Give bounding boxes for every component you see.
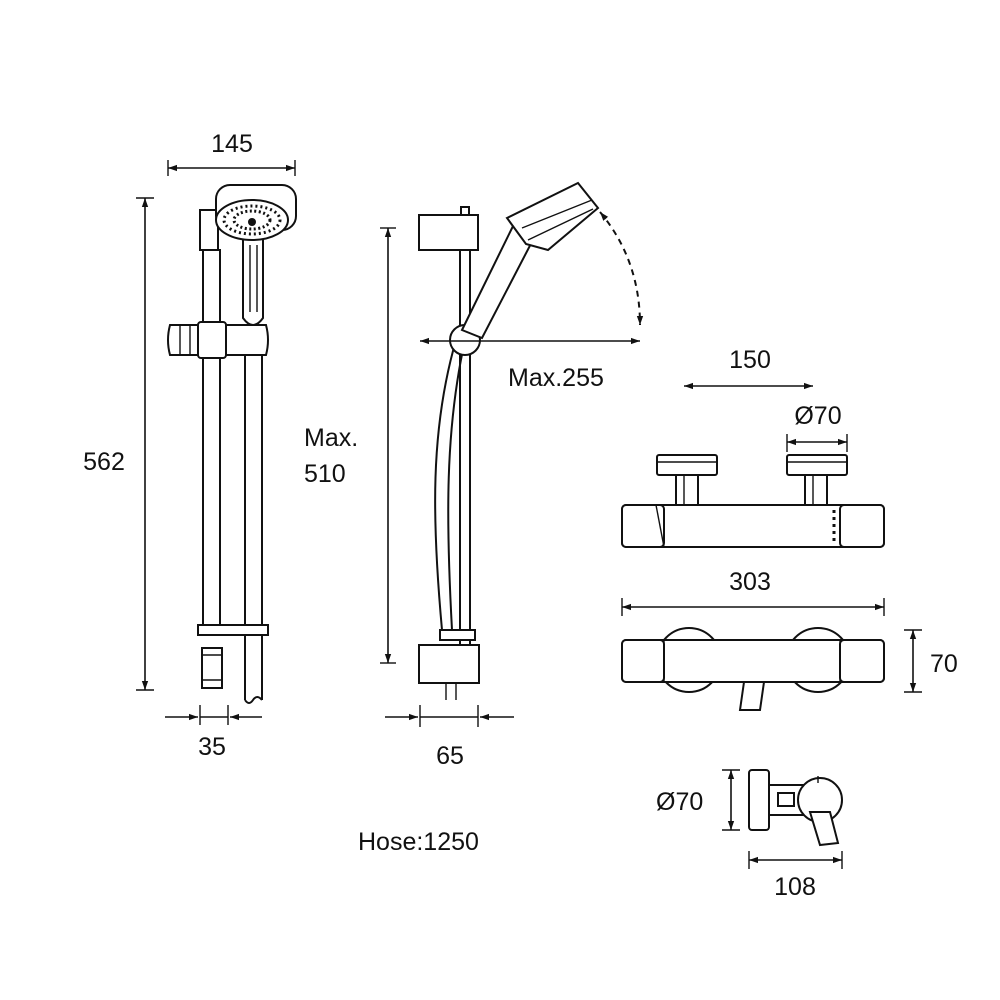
- valve-side-lever: [808, 811, 840, 847]
- valve-flange-right: [786, 454, 848, 476]
- valve-inlet-right: [804, 474, 828, 506]
- valve-inlet-left: [675, 474, 699, 506]
- rail-bottom-bracket: [197, 624, 269, 636]
- valve-side-view: Ø70 108: [656, 769, 843, 901]
- dim-label-swivel: Max.255: [508, 364, 604, 392]
- valve-outlet: [738, 681, 766, 711]
- valve-side-window: [777, 792, 795, 807]
- valve-side-flange: [748, 769, 770, 831]
- side-top-bracket: [418, 214, 479, 251]
- handshower-handle: [242, 237, 264, 326]
- dim-label-rail-max-value: 510: [304, 460, 346, 488]
- dim-label-wall-offset: 65: [436, 742, 464, 770]
- dim-label-head-width: 145: [211, 130, 253, 158]
- dim-label-valve-length: 303: [729, 568, 771, 596]
- dim-label-rail-spacing: 35: [198, 733, 226, 761]
- valve-knob-left: [621, 504, 665, 548]
- valve-top-view: 150 Ø70: [621, 346, 885, 548]
- slider-body: [197, 321, 227, 359]
- swivel-arc: [599, 211, 644, 326]
- dim-label-flange-top: Ø70: [794, 402, 841, 430]
- dim-label-valve-depth: 108: [774, 873, 816, 901]
- rail-tube-left: [202, 249, 221, 626]
- side-hose-inner: [447, 339, 466, 631]
- valve-knob-right: [839, 504, 885, 548]
- dim-label-valve-height: 70: [930, 650, 958, 678]
- side-bottom-bracket: [418, 644, 480, 684]
- dim-label-rail-max: Max.: [304, 424, 358, 452]
- rail-front-view: 145 562 35: [83, 130, 297, 761]
- valve-front-view: 303 70: [621, 568, 958, 711]
- hose-connector: [201, 647, 223, 689]
- rail-side-view: Max.255 Max. 510 65 Hose:1250: [304, 181, 644, 856]
- dim-label-flange-side: Ø70: [656, 788, 703, 816]
- side-rail-tube: [459, 249, 471, 646]
- hose-length-label: Hose:1250: [358, 828, 479, 856]
- valve-flange-left: [656, 454, 718, 476]
- side-hose-outer: [434, 339, 457, 631]
- dim-label-valve-centers: 150: [729, 346, 771, 374]
- dim-label-rail-height: 562: [83, 448, 125, 476]
- hose-break: [244, 696, 263, 704]
